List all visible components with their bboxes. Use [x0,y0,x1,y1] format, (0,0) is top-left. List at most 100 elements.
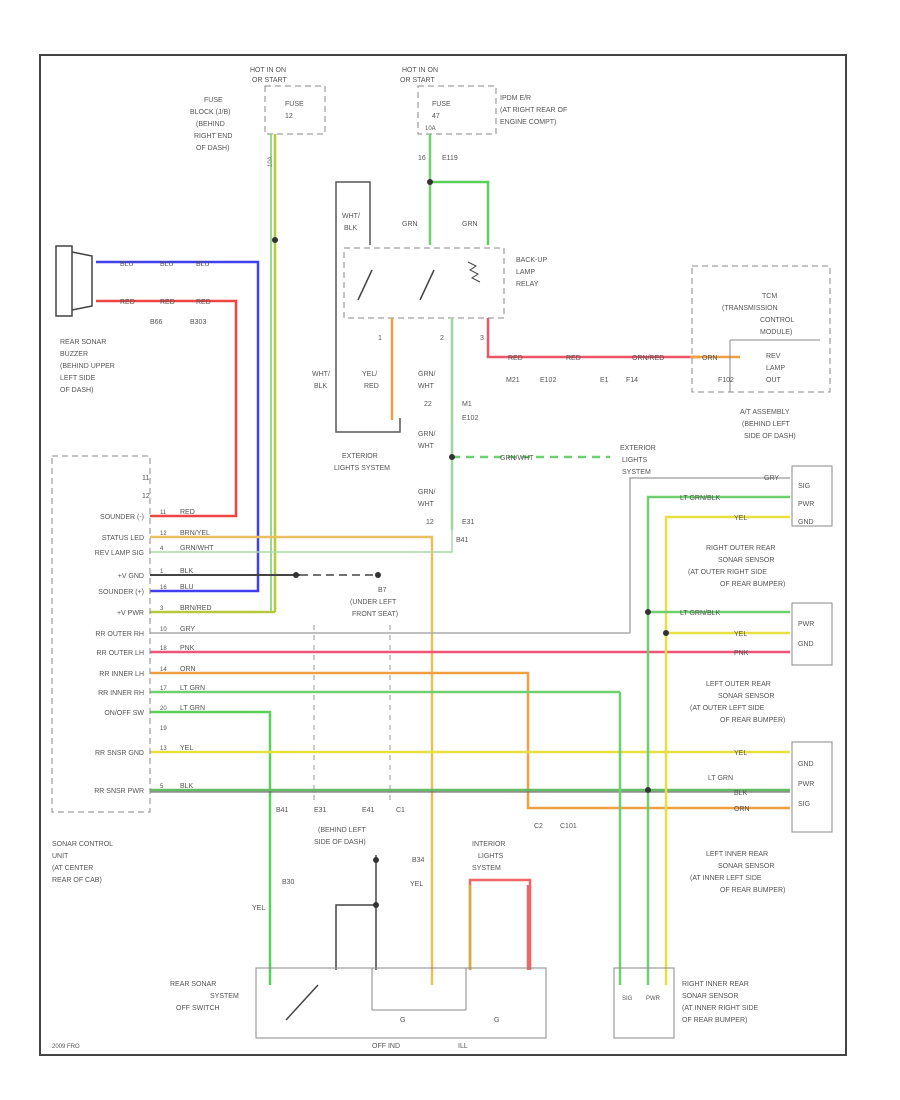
unit-pin-number: 18 [160,646,167,652]
unit-wire-label: BLK [180,568,194,575]
svg-text:FRONT SEAT): FRONT SEAT) [352,611,398,618]
svg-text:GRN: GRN [462,221,478,228]
rear-sonar-off-switch: REAR SONAR SYSTEM OFF SWITCH OFF IND ILL… [170,841,547,1050]
svg-text:FUSE: FUSE [285,101,304,108]
svg-text:ILL: ILL [458,1043,468,1050]
svg-text:(BEHIND: (BEHIND [196,121,225,128]
unit-pin-number: 12 [160,531,167,537]
svg-text:WHT: WHT [418,443,435,450]
svg-text:GRN: GRN [402,221,418,228]
svg-text:SONAR SENSOR: SONAR SENSOR [718,863,774,870]
unit-pin-number: 4 [160,546,164,552]
svg-text:47: 47 [432,113,440,120]
svg-text:SIDE OF DASH): SIDE OF DASH) [744,433,796,440]
svg-text:C101: C101 [560,823,577,830]
svg-text:LAMP: LAMP [516,269,535,276]
unit-pin-number: 5 [160,784,164,790]
svg-text:RIGHT INNER REAR: RIGHT INNER REAR [682,981,749,988]
backup-lamp-relay: BACK-UP LAMP RELAY WHT/ BLK GRN GRN 1 2 … [342,213,547,342]
fuse-left-hot2: OR START [252,77,287,84]
at-assembly-label: A/T ASSEMBLY (BEHIND LEFT SIDE OF DASH) [740,409,796,440]
svg-text:SONAR CONTROL: SONAR CONTROL [52,841,113,848]
diagram-frame [39,54,847,1056]
svg-text:RED: RED [508,355,523,362]
svg-text:REV: REV [766,353,781,360]
unit-pin-label: RR SNSR GND [95,750,144,757]
svg-text:IPDM E/R: IPDM E/R [500,95,531,102]
svg-text:EXTERIOR: EXTERIOR [620,445,656,452]
svg-text:SIDE OF DASH): SIDE OF DASH) [314,839,366,846]
svg-text:FUSE: FUSE [432,101,451,108]
sensor-left-outer: PWR GND LEFT OUTER REAR SONAR SENSOR (AT… [690,602,833,724]
svg-text:OF REAR BUMPER): OF REAR BUMPER) [720,887,785,894]
sensor-wire-labels: GRY LT GRN/BLK YEL LT GRN/BLK YEL PNK LT… [680,475,779,813]
unit-wire-label: GRN/WHT [180,545,214,552]
svg-text:YEL: YEL [734,750,747,757]
svg-text:G: G [494,1017,499,1024]
svg-text:SIG: SIG [798,801,810,808]
svg-text:WHT: WHT [418,383,435,390]
svg-text:(BEHIND UPPER: (BEHIND UPPER [60,363,115,370]
unit-wire-label: YEL [180,745,193,752]
svg-text:LIGHTS: LIGHTS [478,853,504,860]
svg-text:(AT OUTER LEFT SIDE: (AT OUTER LEFT SIDE [690,705,765,712]
svg-text:E102: E102 [540,377,556,384]
svg-text:SYSTEM: SYSTEM [622,469,651,476]
svg-text:RED: RED [160,299,175,306]
svg-text:OF REAR BUMPER): OF REAR BUMPER) [682,1017,747,1024]
svg-text:PWR: PWR [646,996,661,1002]
unit-wire-label: ORN [180,666,196,673]
svg-text:E119: E119 [442,155,458,162]
svg-text:11: 11 [142,475,149,482]
connector-labels: B41 E31 E41 C1 (BEHIND LEFT SIDE OF DASH… [276,807,577,846]
svg-text:RELAY: RELAY [516,281,539,288]
svg-text:OUT: OUT [766,377,782,384]
svg-text:BLOCK (J/B): BLOCK (J/B) [190,109,230,116]
unit-pin-label: REV LAMP SIG [95,550,144,557]
unit-pin-label: RR OUTER LH [97,650,144,657]
svg-text:EXTERIOR: EXTERIOR [342,453,378,460]
svg-text:LEFT INNER REAR: LEFT INNER REAR [706,851,768,858]
tcm: TCM (TRANSMISSION CONTROL MODULE) REV LA… [506,265,831,393]
unit-pin-label: SOUNDER (+) [98,589,144,596]
svg-text:C1: C1 [396,807,405,814]
footer-code: 2009 FRO [52,1044,80,1050]
unit-wire-label: LT GRN [180,685,205,692]
svg-text:G: G [400,1017,405,1024]
svg-text:SONAR SENSOR: SONAR SENSOR [682,993,738,1000]
svg-text:E31: E31 [314,807,327,814]
svg-text:GRN/: GRN/ [418,371,436,378]
svg-text:LIGHTS SYSTEM: LIGHTS SYSTEM [334,465,390,472]
svg-text:ORN: ORN [702,355,718,362]
svg-text:LEFT SIDE: LEFT SIDE [60,375,96,382]
svg-text:12: 12 [426,519,434,526]
svg-text:WHT: WHT [418,501,435,508]
svg-text:RED: RED [566,355,581,362]
wires [96,134,790,985]
svg-text:TCM: TCM [762,293,777,300]
svg-text:1: 1 [378,335,382,342]
svg-text:PNK: PNK [734,650,749,657]
unit-pin-number: 3 [160,606,164,612]
unit-wire-label: PNK [180,645,195,652]
svg-text:YEL: YEL [410,881,423,888]
svg-text:(BEHIND LEFT: (BEHIND LEFT [742,421,791,428]
svg-text:GND: GND [798,519,814,526]
unit-wire-label: GRY [180,626,195,633]
svg-text:GRN/: GRN/ [418,431,436,438]
unit-pin-number: 17 [160,686,167,692]
svg-text:YEL: YEL [734,515,747,522]
svg-text:2: 2 [440,335,444,342]
svg-text:OF DASH): OF DASH) [60,387,93,394]
svg-text:REAR SONAR: REAR SONAR [170,981,216,988]
unit-pin-label: +V PWR [117,610,144,617]
svg-text:BLU: BLU [120,261,134,268]
svg-text:22: 22 [424,401,432,408]
unit-pin-number: 11 [160,510,167,516]
svg-text:HOT IN ON: HOT IN ON [402,67,438,74]
svg-text:LT GRN: LT GRN [708,775,733,782]
svg-text:LAMP: LAMP [766,365,785,372]
svg-text:(AT INNER RIGHT SIDE: (AT INNER RIGHT SIDE [682,1005,759,1012]
fuse-right-box [417,85,497,135]
